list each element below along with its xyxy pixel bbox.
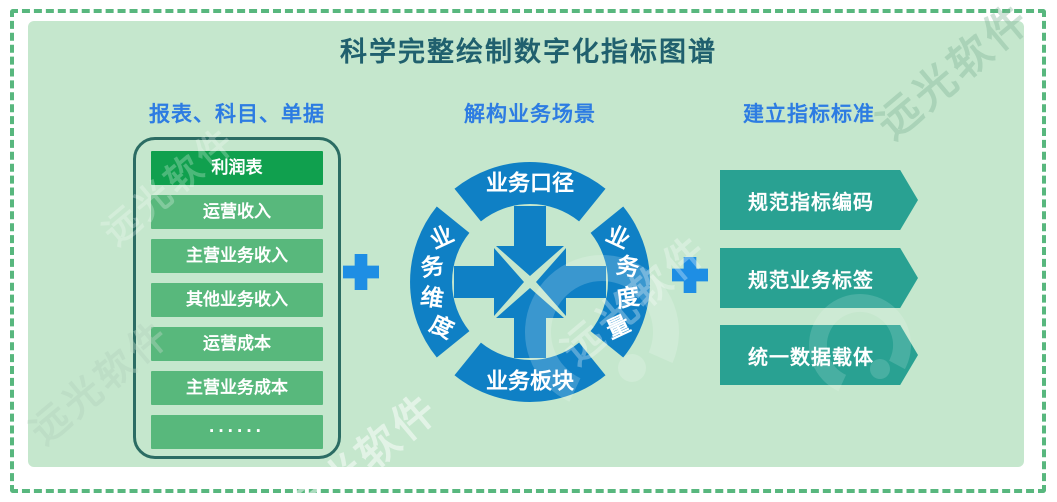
business-scene-ring-diagram: 业务口径 业务板块 业 务 维 度 业 务 度 量 — [400, 152, 660, 412]
list-item: 运营成本 — [151, 327, 323, 361]
list-item: 其他业务收入 — [151, 283, 323, 317]
page-title: 科学完整绘制数字化指标图谱 — [340, 37, 717, 67]
report-list-panel: 利润表 运营收入 主营业务收入 其他业务收入 运营成本 主营业务成本 ·····… — [133, 137, 341, 459]
svg-text:维: 维 — [419, 283, 446, 312]
ring-label-bottom: 业务板块 — [486, 369, 575, 394]
standard-arrow-item: 统一数据载体 — [720, 325, 918, 385]
list-item: 主营业务成本 — [151, 371, 323, 405]
list-item: 利润表 — [151, 151, 323, 185]
ring-segments — [410, 162, 650, 402]
plus-icon — [343, 254, 379, 290]
svg-text:务: 务 — [614, 252, 642, 281]
left-column-header: 报表、科目、单据 — [149, 103, 325, 126]
inward-arrows — [454, 206, 606, 358]
plus-icon — [672, 257, 708, 293]
standard-arrow-item: 规范业务标签 — [720, 248, 918, 308]
standard-arrow-item: 规范指标编码 — [720, 170, 918, 230]
list-item: 主营业务收入 — [151, 239, 323, 273]
ring-label-top: 业务口径 — [486, 171, 574, 196]
svg-text:务: 务 — [419, 252, 447, 281]
list-item-ellipsis: ······ — [151, 415, 323, 449]
dashed-border-frame — [10, 9, 1046, 493]
right-column-header: 建立指标标准 — [743, 103, 875, 126]
svg-text:度: 度 — [614, 283, 642, 312]
list-item: 运营收入 — [151, 195, 323, 229]
center-column-header: 解构业务场景 — [464, 103, 596, 126]
